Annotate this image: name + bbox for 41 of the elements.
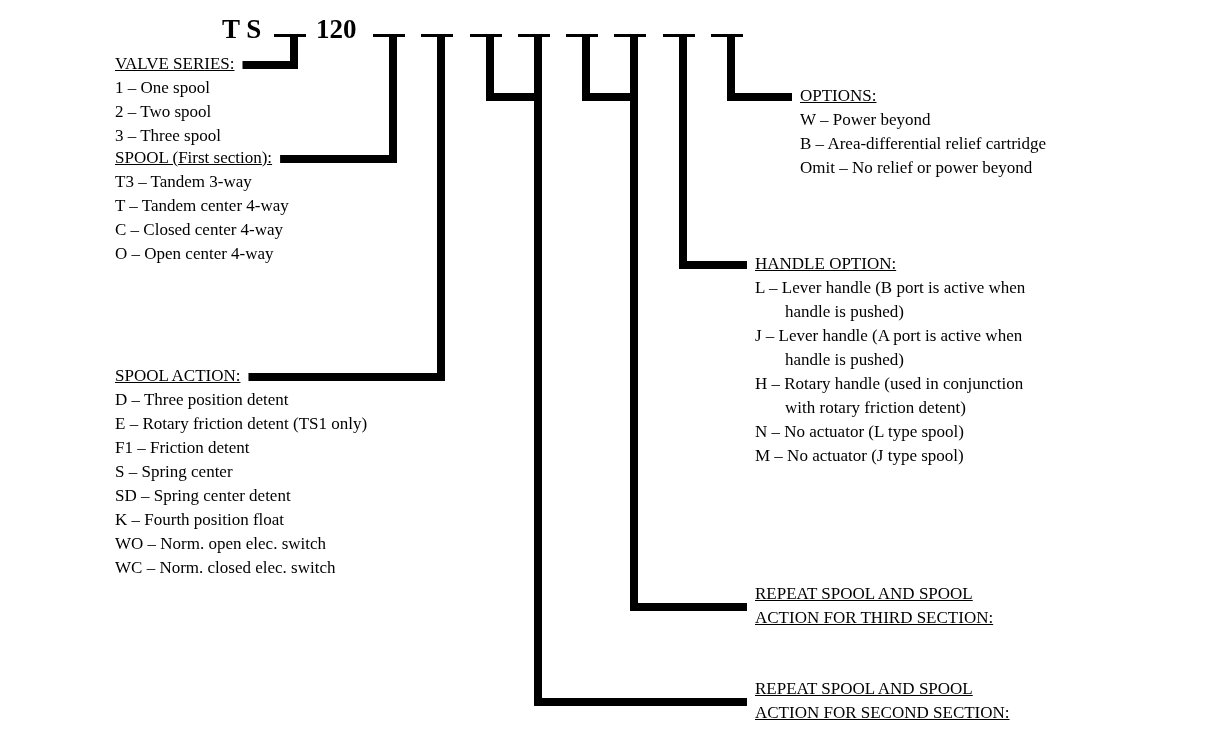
option-text: 1 – One spool <box>115 77 211 99</box>
option-text: C – Closed center 4-way <box>115 219 285 241</box>
option-text: T3 – Tandem 3-way <box>115 171 253 193</box>
section-heading: OPTIONS: <box>800 85 877 107</box>
section-heading: HANDLE OPTION: <box>755 253 897 275</box>
option-text: D – Three position detent <box>115 389 290 411</box>
option-text: 2 – Two spool <box>115 101 213 123</box>
option-text: SD – Spring center detent <box>115 485 292 507</box>
option-text: O – Open center 4-way <box>115 243 275 265</box>
blank-slot <box>274 34 306 37</box>
option-text: T – Tandem center 4-way <box>115 195 289 217</box>
blank-slot <box>373 34 405 37</box>
blank-slot <box>711 34 743 37</box>
blank-slot <box>663 34 695 37</box>
blank-slot <box>421 34 453 37</box>
option-text: F1 – Friction detent <box>115 437 251 459</box>
option-text: Omit – No relief or power beyond <box>800 157 1034 179</box>
option-text: 3 – Three spool <box>115 125 222 147</box>
model-code-text: T S <box>222 14 262 44</box>
section-heading: REPEAT SPOOL AND SPOOL ACTION FOR SECOND SECTION: <box>755 678 1011 724</box>
blank-slot <box>518 34 550 37</box>
option-text: E – Rotary friction detent (TS1 only) <box>115 413 368 435</box>
option-text: W – Power beyond <box>800 109 932 131</box>
option-text: J – Lever handle (A port is active when handle is pushed) <box>755 325 1024 371</box>
blank-slot <box>566 34 598 37</box>
option-text: H – Rotary handle (used in conjunction with rotary friction detent) <box>755 373 1025 419</box>
option-text: B – Area-differential relief cartridge <box>800 133 1047 155</box>
section-heading: SPOOL ACTION: <box>115 365 241 387</box>
model-code-text: 120 <box>316 14 357 44</box>
option-text: S – Spring center <box>115 461 234 483</box>
option-text: L – Lever handle (B port is active when handle is pushed) <box>755 277 1027 323</box>
section-heading: VALVE SERIES: <box>115 53 235 75</box>
blank-slot <box>614 34 646 37</box>
section-heading: REPEAT SPOOL AND SPOOL ACTION FOR THIRD SECTION: <box>755 583 995 629</box>
blank-slot <box>470 34 502 37</box>
option-text: N – No actuator (L type spool) <box>755 421 965 443</box>
section-heading: SPOOL (First section): <box>115 147 273 169</box>
option-text: WC – Norm. closed elec. switch <box>115 557 337 579</box>
option-text: M – No actuator (J type spool) <box>755 445 965 467</box>
option-text: K – Fourth position float <box>115 509 286 531</box>
option-text: WO – Norm. open elec. switch <box>115 533 328 555</box>
